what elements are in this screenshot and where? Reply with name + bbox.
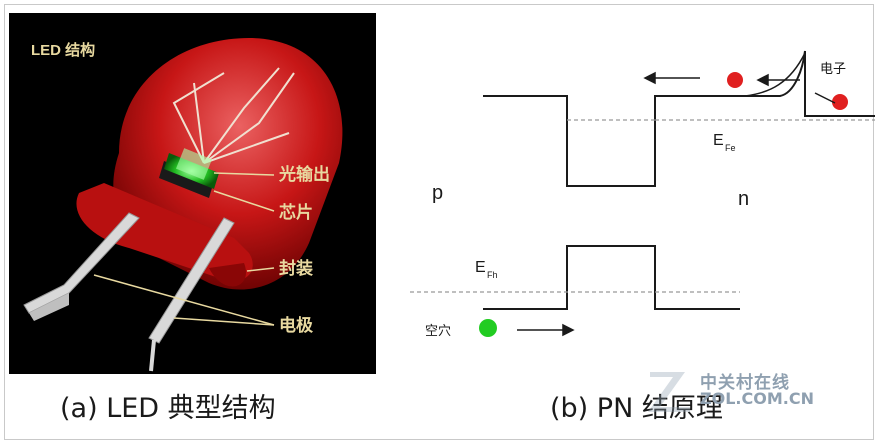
electron-label: 电子 [820,62,846,77]
led-electrodes [23,212,235,372]
hole-dot [479,319,497,337]
led-illustration: LED 结构 光输出 芯片 封装 电极 [23,38,343,372]
efp-subscript: Fh [487,270,498,280]
efn-subscript: Fe [725,143,736,153]
led-structure-title: LED 结构 [31,41,95,59]
leader-lines [93,172,275,326]
label-package: 封装 [279,258,313,279]
electron-flow-arrows [643,71,836,104]
electron-dot [727,72,743,88]
label-electrode: 电极 [279,315,313,336]
caption-b: (b) PN 结原理 [550,393,723,424]
band-diagram: p n E Fe E Fh 电子 空穴 [410,50,875,339]
efp-label: E [475,259,486,276]
n-region-label: n [738,188,749,210]
led-structure-panel: LED 结构 光输出 芯片 封装 电极 [9,13,376,374]
electron-dot [832,94,848,110]
conduction-band [483,50,875,187]
hole-label: 空穴 [425,324,451,339]
efn-label: E [713,132,724,149]
caption-a: (a) LED 典型结构 [60,393,276,424]
hole-flow-arrow [517,323,575,337]
label-light-output: 光输出 [278,164,330,185]
light-rays [172,67,295,164]
led-chip [159,148,219,198]
p-region-label: p [432,182,443,204]
watermark-line2: ZOL.COM.CN [700,389,814,408]
pn-junction-panel: p n E Fe E Fh 电子 空穴 [395,13,880,374]
zol-watermark-logo [648,372,690,412]
label-chip: 芯片 [279,202,313,223]
valence-band [483,245,740,310]
watermark-line1: 中关村在线 [700,373,790,393]
image-frame [4,4,874,440]
